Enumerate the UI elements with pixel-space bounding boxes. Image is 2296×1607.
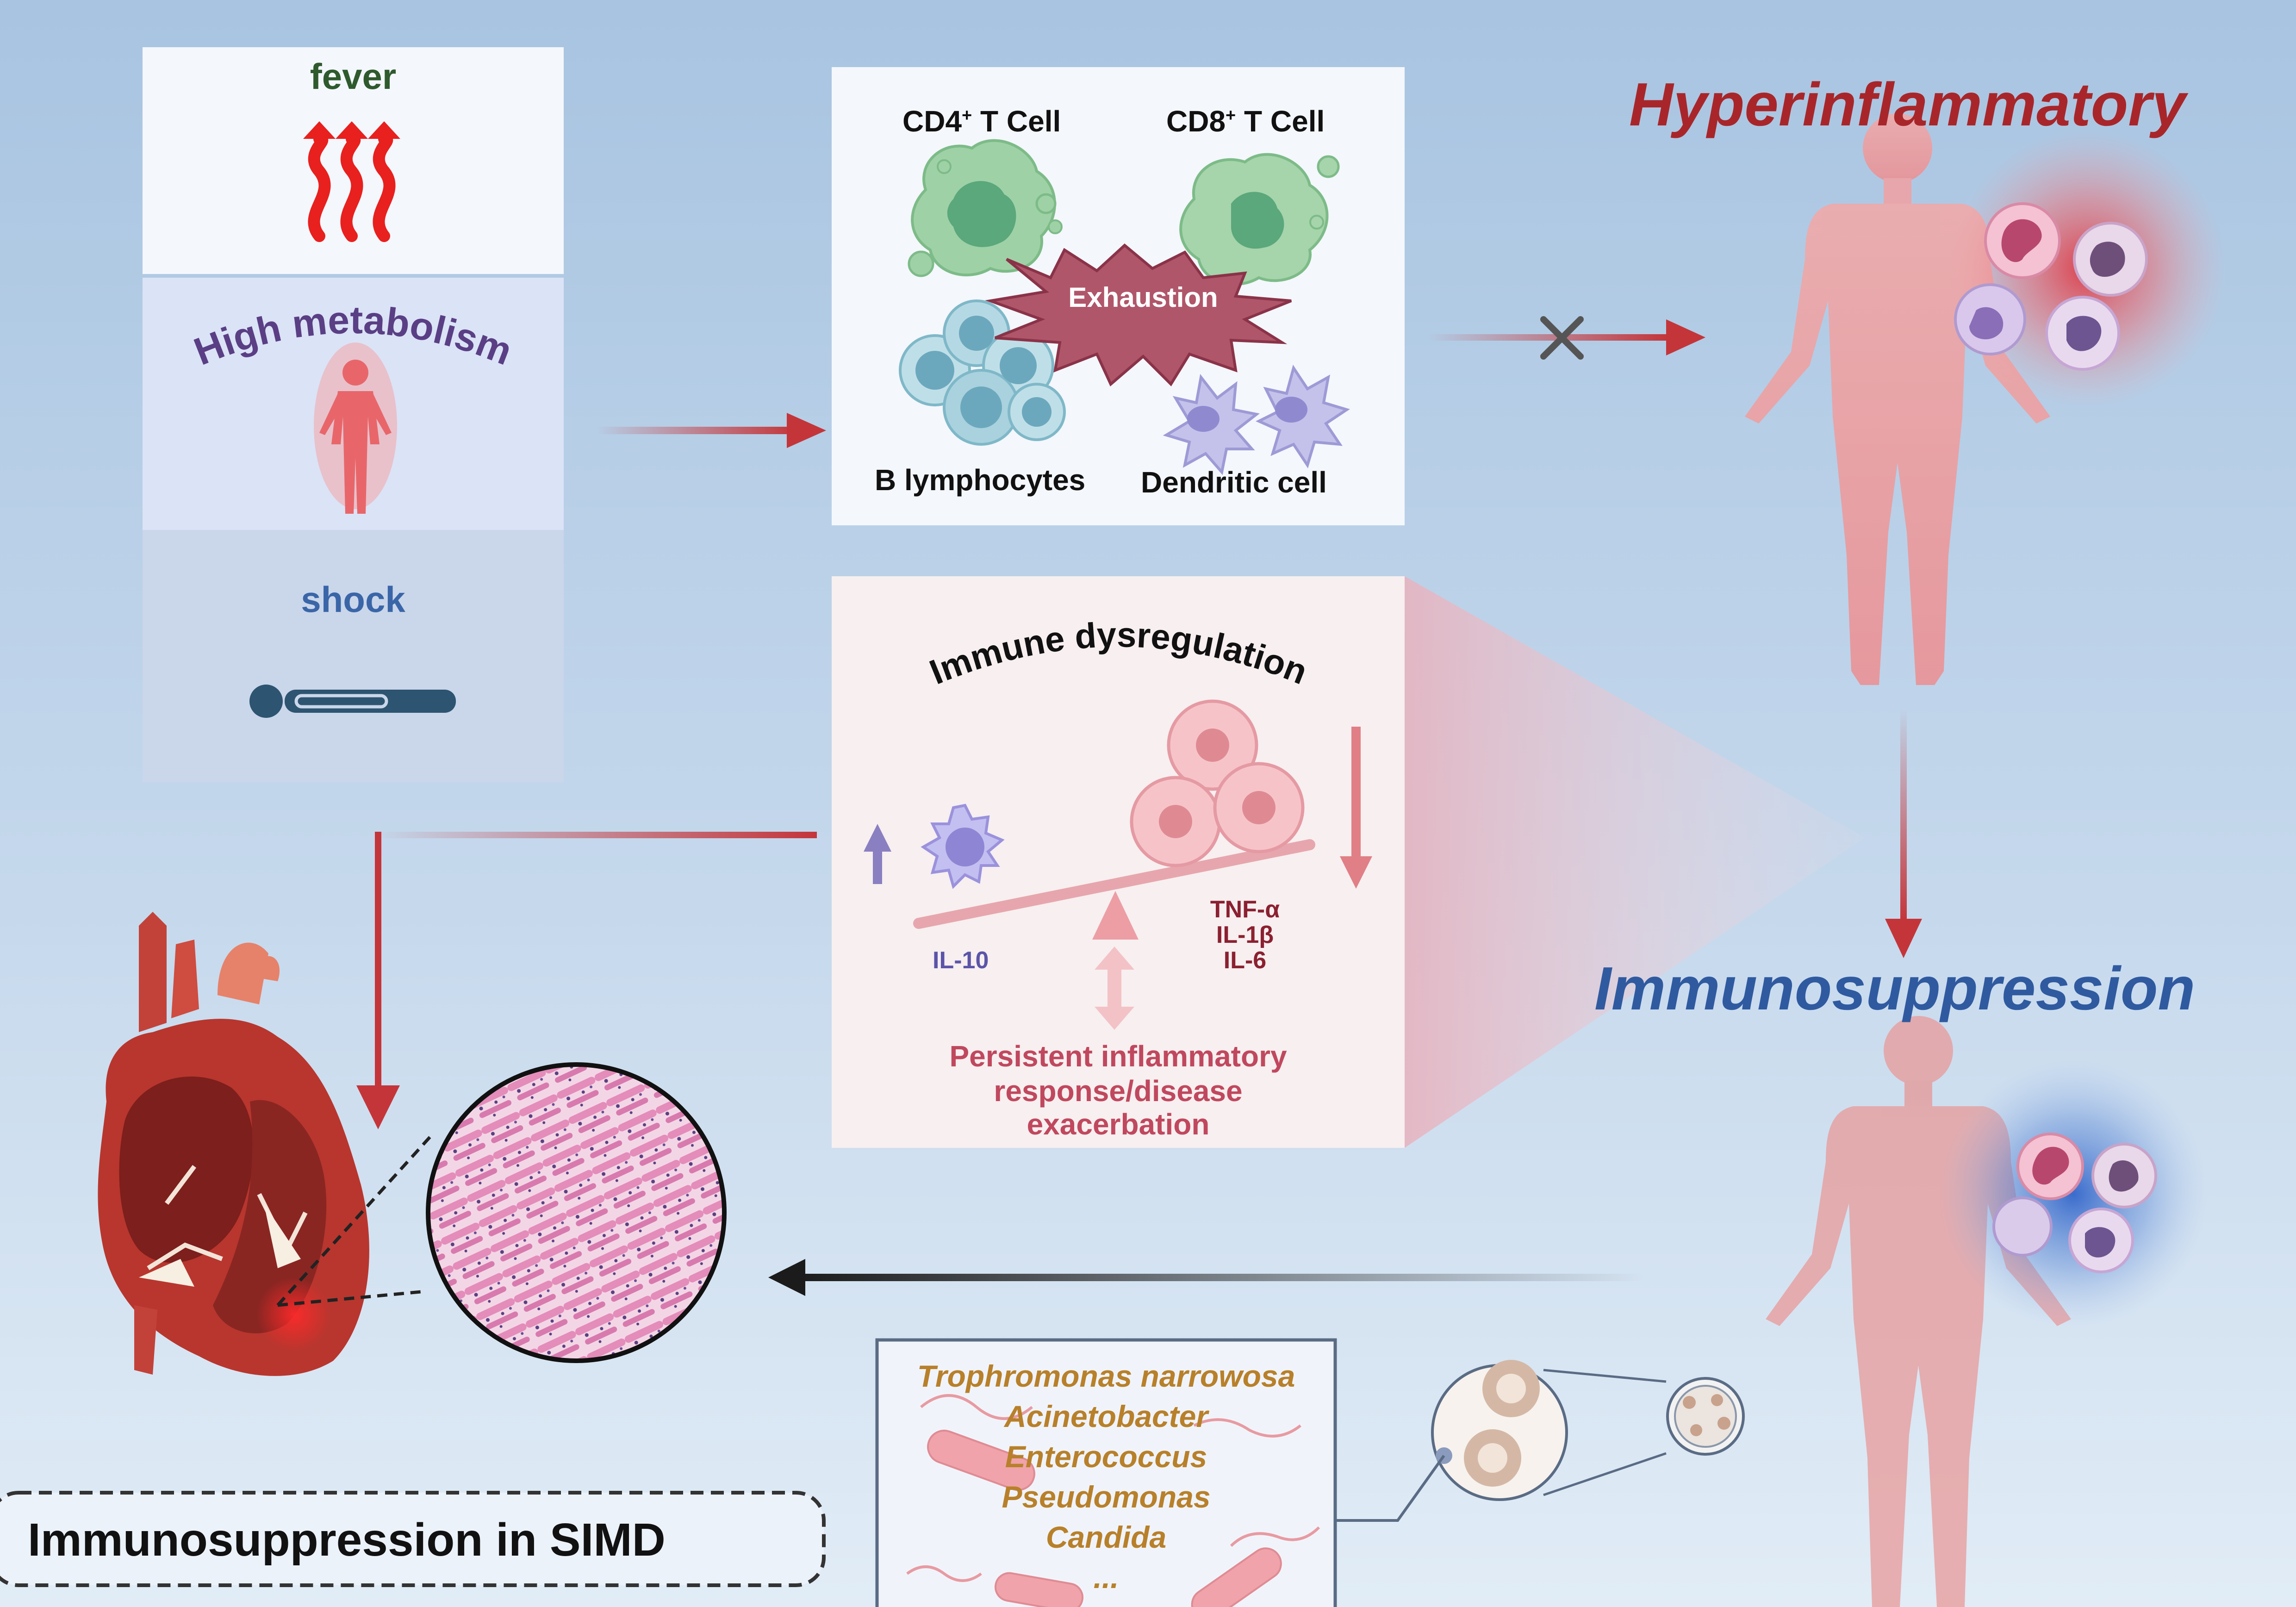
dysregulation-title-svg: Immune dysregulation — [924, 615, 1313, 692]
outcome-line-2: response/disease — [994, 1074, 1243, 1108]
metabolism-label: High metabolism — [188, 298, 518, 374]
fever-label: fever — [310, 56, 397, 97]
cytokine-il6: IL-6 — [1223, 947, 1267, 974]
hyperinflammatory-label: Hyperinflammatory — [1629, 70, 2186, 138]
pathogen-2: Acinetobacter — [1004, 1399, 1208, 1433]
pathogen-5: Candida — [1045, 1520, 1167, 1554]
pathogen-3: Enterococcus — [1005, 1439, 1207, 1474]
exhaustion-label: Exhaustion — [1068, 282, 1218, 313]
dysregulation-title: Immune dysregulation — [924, 615, 1313, 692]
cd8-label: CD8+ T Cell — [1166, 105, 1325, 138]
footer-title: Immunosuppression in SIMD — [28, 1514, 666, 1566]
outcome-line-1: Persistent inflammatory — [949, 1040, 1287, 1073]
il10-label: IL-10 — [933, 947, 989, 974]
cd4-label: CD4+ T Cell — [902, 105, 1061, 138]
cytokine-tnf: TNF-α — [1210, 896, 1280, 923]
immunosuppression-label: Immunosuppression — [1594, 954, 2196, 1022]
metabolism-label-svg: High metabolism — [188, 298, 518, 374]
b-lymphocytes-label: B lymphocytes — [875, 463, 1086, 497]
svg-text:Immune dysregulation: Immune dysregulation — [924, 615, 1313, 692]
outcome-line-3: exacerbation — [1027, 1108, 1210, 1141]
dendritic-cell-label: Dendritic cell — [1141, 466, 1327, 499]
pathogen-4: Pseudomonas — [1002, 1480, 1211, 1514]
svg-text:High metabolism: High metabolism — [188, 298, 518, 374]
shock-label: shock — [301, 579, 405, 620]
pathogen-more: ... — [1093, 1560, 1119, 1595]
cytokine-il1b: IL-1β — [1216, 922, 1274, 948]
pathogen-1: Trophromonas narrowosa — [917, 1359, 1295, 1393]
